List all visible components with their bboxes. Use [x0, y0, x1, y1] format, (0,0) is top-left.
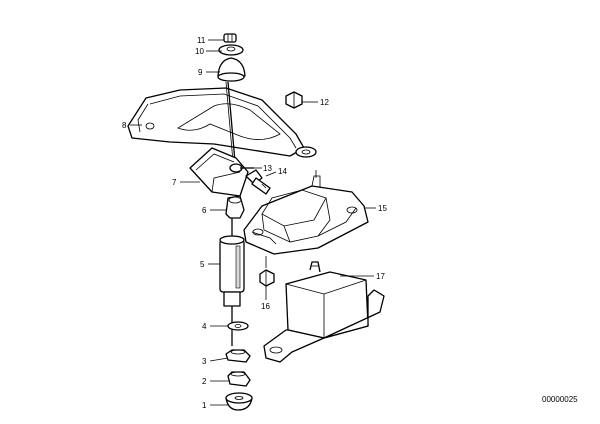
callout-15: 15 [378, 204, 387, 213]
callout-8: 8 [122, 121, 127, 130]
callout-10: 10 [195, 47, 204, 56]
part-17-rubber-mount [263, 261, 385, 363]
callout-7: 7 [172, 178, 177, 187]
part-10-washer [218, 44, 244, 56]
part-6-rubber-buffer [225, 195, 245, 219]
callout-14: 14 [278, 167, 287, 176]
callout-6: 6 [202, 206, 207, 215]
part-7-support-plate [189, 147, 249, 197]
callout-3: 3 [202, 357, 207, 366]
part-14-bolt [245, 169, 271, 195]
callout-12: 12 [320, 98, 329, 107]
part-5-shock-absorber [219, 218, 245, 307]
part-11-nut [223, 33, 237, 43]
callout-9: 9 [198, 68, 203, 77]
part-2-rubber-ring [227, 371, 251, 387]
part-1-cup-washer [225, 392, 253, 411]
part-8-upper-bracket [127, 87, 317, 158]
part-15-engine-mount [243, 170, 369, 255]
callout-5: 5 [200, 260, 205, 269]
part-16-nut [259, 256, 275, 287]
callout-4: 4 [202, 322, 207, 331]
leader-lines [130, 39, 376, 406]
callout-13: 13 [263, 164, 272, 173]
callout-2: 2 [202, 377, 207, 386]
callout-1: 1 [202, 401, 207, 410]
callout-11: 11 [197, 36, 206, 45]
part-13-bolt [229, 163, 254, 173]
part-3-rubber-ring [225, 349, 251, 363]
part-9-rubber-bumper [217, 57, 246, 82]
callout-16: 16 [261, 302, 270, 311]
part-4-washer-plate [227, 306, 249, 346]
part-12-nut [285, 91, 303, 109]
document-number: 00000025 [542, 395, 578, 404]
callout-17: 17 [376, 272, 385, 281]
